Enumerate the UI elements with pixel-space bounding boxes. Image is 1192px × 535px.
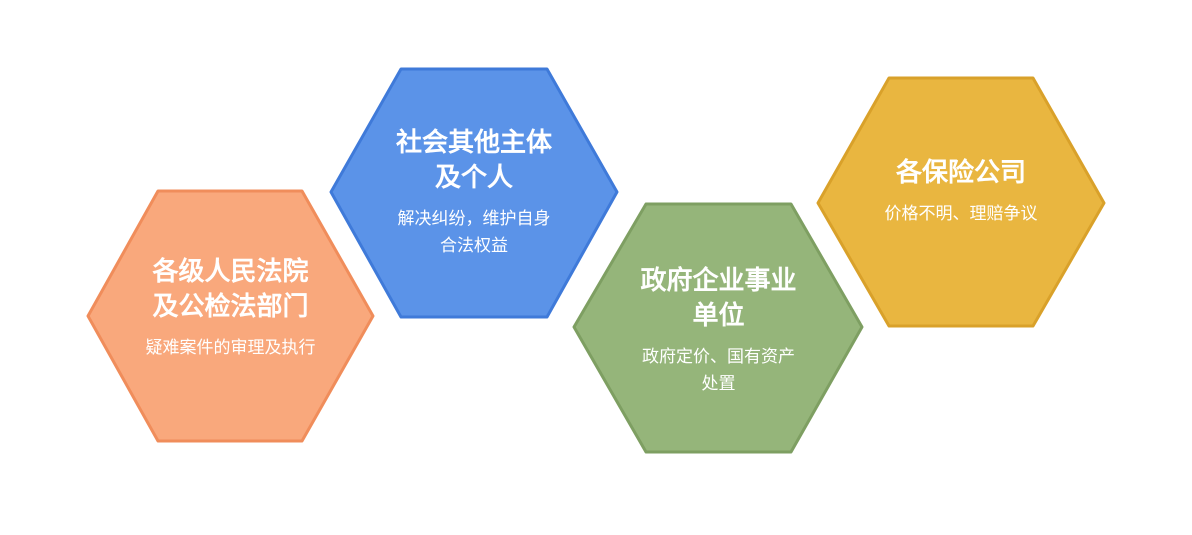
hexagon-social-title: 社会其他主体 及个人 [396, 126, 552, 196]
hexagon-gov-title-line1: 政府企业事业 [640, 266, 797, 296]
hexagon-court-subtitle: 疑难案件的审理及执行 [146, 335, 316, 362]
hexagon-insurance [816, 76, 1106, 328]
hexagon-social-label: 社会其他主体 及个人 解决纠纷，维护自身 合法权益 [341, 126, 607, 260]
hexagon-insurance-subtitle: 价格不明、理赔争议 [885, 201, 1038, 228]
hexagon-court-title: 各级人民法院 及公检法部门 [152, 255, 308, 325]
hexagon-social-subtitle: 解决纠纷，维护自身 合法权益 [398, 206, 551, 260]
hexagon-gov [572, 202, 864, 454]
hexagon-insurance-title-line1: 各保险公司 [895, 158, 1026, 188]
hexagon-gov-title-line2: 单位 [692, 301, 745, 331]
hexagon-insurance-sub-line1: 价格不明、理赔争议 [884, 204, 1038, 224]
hexagon-social-sub-line1: 解决纠纷，维护自身 [397, 209, 551, 229]
hexagon-social-title-line2: 及个人 [434, 163, 513, 193]
hexagon-gov-subtitle: 政府定价、国有资产 处置 [642, 344, 795, 398]
hexagon-court-title-line1: 各级人民法院 [152, 257, 309, 287]
hexagon-court [86, 189, 375, 443]
hexagon-social-sub-line2: 合法权益 [440, 236, 508, 256]
hexagon-court-sub-line1: 疑难案件的审理及执行 [145, 338, 316, 358]
hexagon-gov-sub-line2: 处置 [701, 374, 736, 394]
hexagon-insurance-label: 各保险公司 价格不明、理赔争议 [828, 156, 1094, 228]
hexagon-gov-title: 政府企业事业 单位 [640, 264, 796, 334]
hexagon-social [329, 67, 619, 319]
hexagon-gov-label: 政府企业事业 单位 政府定价、国有资产 处置 [585, 264, 852, 398]
hexagon-insurance-title: 各保险公司 [896, 156, 1026, 191]
hexagon-court-title-line2: 及公检法部门 [152, 292, 309, 322]
hexagon-gov-sub-line1: 政府定价、国有资产 [642, 347, 795, 367]
hexagon-social-title-line1: 社会其他主体 [395, 128, 552, 158]
hexagon-court-label: 各级人民法院 及公检法部门 疑难案件的审理及执行 [98, 255, 363, 362]
